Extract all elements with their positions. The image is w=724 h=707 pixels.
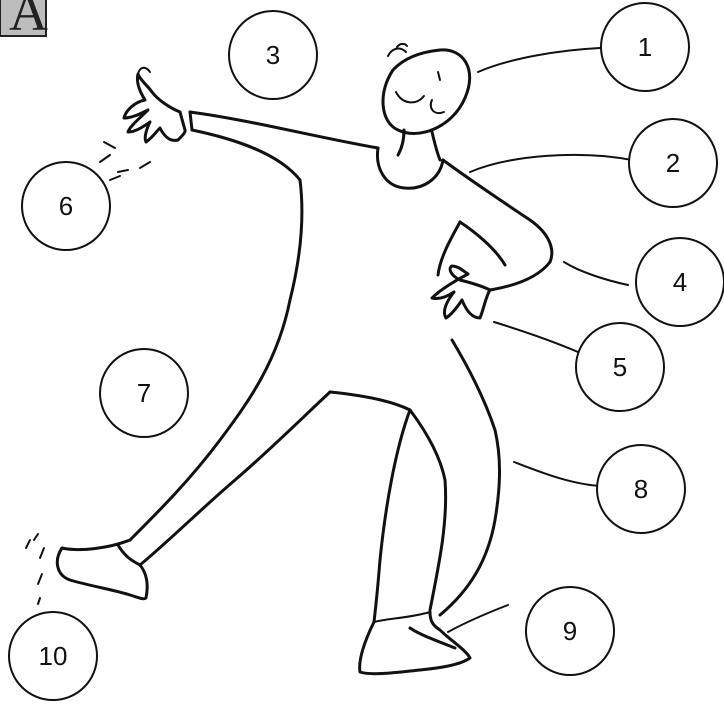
leader-line-8 bbox=[514, 462, 600, 486]
leader-line-5 bbox=[494, 322, 578, 352]
hand-left bbox=[124, 74, 185, 142]
leader-line-9 bbox=[448, 605, 508, 632]
leader-line-4 bbox=[564, 262, 628, 285]
label-8: 8 bbox=[597, 445, 685, 533]
label-9: 9 bbox=[526, 587, 614, 675]
label-5: 5 bbox=[576, 323, 664, 411]
label-4-text: 4 bbox=[673, 267, 687, 297]
label-2-text: 2 bbox=[666, 148, 680, 178]
label-10: 10 bbox=[9, 612, 97, 700]
section-badge-letter: A bbox=[9, 0, 48, 42]
label-3-text: 3 bbox=[266, 40, 280, 70]
number-labels: 1 2 3 4 5 6 7 8 bbox=[9, 3, 724, 700]
label-7: 7 bbox=[100, 349, 188, 437]
label-8-text: 8 bbox=[634, 474, 648, 504]
hand-right bbox=[432, 266, 490, 318]
figure-drawing bbox=[26, 44, 552, 674]
label-2: 2 bbox=[629, 119, 717, 207]
label-4: 4 bbox=[636, 238, 724, 326]
label-7-text: 7 bbox=[137, 378, 151, 408]
leader-line-2 bbox=[470, 155, 632, 172]
leader-line-1 bbox=[478, 48, 600, 72]
label-6: 6 bbox=[22, 162, 110, 250]
label-6-text: 6 bbox=[59, 191, 73, 221]
label-3: 3 bbox=[229, 11, 317, 99]
upper-arm-right bbox=[443, 160, 552, 262]
label-10-text: 10 bbox=[39, 641, 68, 671]
label-5-text: 5 bbox=[613, 352, 627, 382]
label-1: 1 bbox=[601, 3, 689, 91]
label-1-text: 1 bbox=[638, 32, 652, 62]
foot-left bbox=[57, 540, 147, 599]
upper-arm-left-top bbox=[190, 112, 378, 148]
section-badge: A bbox=[0, 0, 48, 42]
label-9-text: 9 bbox=[563, 616, 577, 646]
